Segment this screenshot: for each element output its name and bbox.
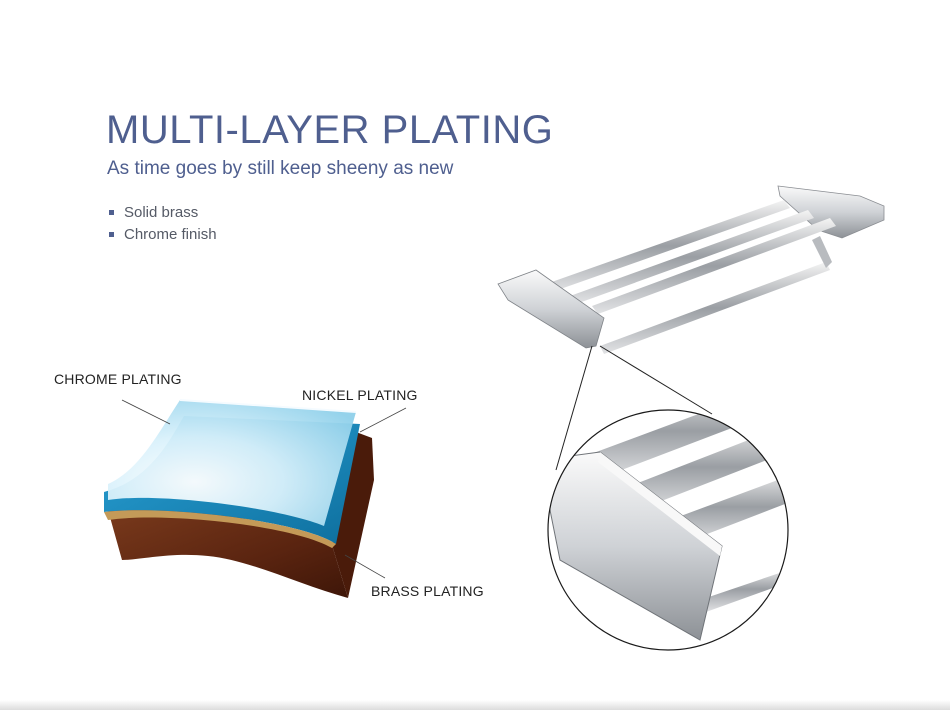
detail-magnifier [547,409,789,651]
magnifier-line [555,345,593,471]
chrome-leader-line [121,399,171,425]
footer-bar [0,700,950,710]
bullet-square-icon [109,210,114,215]
chrome-plating-label: CHROME PLATING [54,371,182,387]
magnifier-line [599,345,713,415]
plating-layers-diagram [104,399,374,598]
page-subtitle: As time goes by still keep sheeny as new [107,158,454,179]
feature-label: Solid brass [124,204,199,221]
page-title: MULTI-LAYER PLATING [106,108,554,152]
feature-item: Chrome finish [108,225,217,247]
towel-rack-image [497,185,885,354]
chrome-layer [108,400,356,526]
brass-leader-line [344,554,386,579]
brass-plating-label: BRASS PLATING [371,583,484,599]
nickel-leader-line [359,407,407,433]
feature-list: Solid brass Chrome finish [108,203,217,247]
brass-layer-side [332,432,374,598]
nickel-plating-label: NICKEL PLATING [302,387,418,403]
bullet-square-icon [109,232,114,237]
feature-label: Chrome finish [124,226,217,243]
feature-item: Solid brass [108,203,217,225]
